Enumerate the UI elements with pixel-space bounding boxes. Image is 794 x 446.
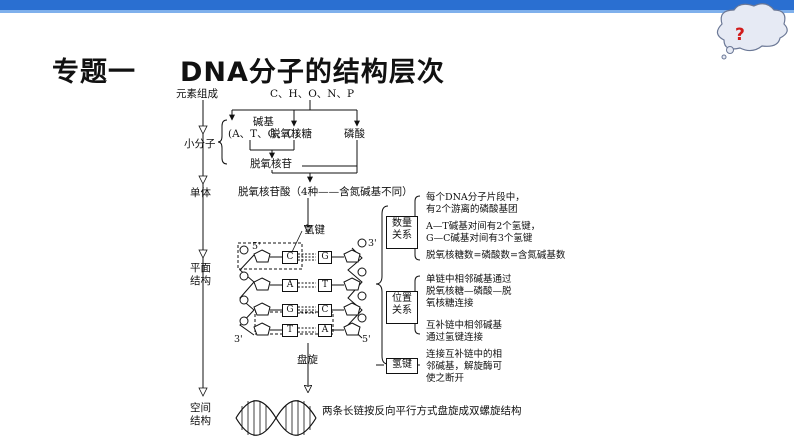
position-label-box: 位置 关系 <box>386 291 418 324</box>
thought-bubble-icon <box>716 3 788 60</box>
page-title: 专题一 DNA分子的结构层次 <box>52 50 445 89</box>
level-spatial-structure: 空间 结构 <box>190 402 211 427</box>
quantity-label-box: 数量 关系 <box>386 216 418 249</box>
nucleotide-dashed-box <box>237 242 303 270</box>
quantity-line-2: A—T碱基对间有2个氢键， G—C碱基对间有3个氢键 <box>426 221 541 244</box>
title-part2: DNA分子的结构层次 <box>180 57 445 88</box>
base-text: 碱基 (A、T、G、C) <box>228 116 299 141</box>
spine-arrow-4 <box>198 387 208 397</box>
base-right: G <box>318 251 332 264</box>
level-plane-structure: 平面 结构 <box>190 262 211 287</box>
strand-label-5-top: 5' <box>252 241 261 252</box>
position-line-1: 单链中相邻碱基通过 脱氧核糖—磷酸—脱 氧核糖连接 <box>426 274 512 309</box>
elements-text: C、H、O、N、P <box>270 88 355 100</box>
base-left: C <box>282 251 298 264</box>
strand-label-3-top: 3' <box>368 238 377 249</box>
hydrogen-bond-dashes <box>298 253 316 333</box>
coil-label: 盘旋 <box>297 354 318 366</box>
position-line-2: 互补链中相邻碱基 通过氢键连接 <box>426 320 503 343</box>
spine-arrow-3 <box>198 249 208 259</box>
base-right: C <box>318 304 332 317</box>
quantity-line-1: 每个DNA分子片段中， 有2个游离的磷酸基团 <box>426 192 525 215</box>
hbond-label-box: 氢键 <box>386 358 418 374</box>
base-right: T <box>318 279 332 292</box>
rungs <box>270 256 344 331</box>
level-small-molecule: 小分子 <box>184 138 216 150</box>
double-helix-image <box>235 400 317 436</box>
hbond-line-1: 连接互补链中的相 邻碱基，解旋酶可 使之断开 <box>426 349 503 384</box>
hydrogen-bond-label: 氢键 <box>304 224 325 236</box>
base-left: A <box>282 279 298 292</box>
strand-label-3-bottom: 3' <box>234 334 243 345</box>
base-left: G <box>282 304 298 317</box>
title-part1: 专题一 <box>52 57 136 88</box>
base-right: A <box>318 324 332 337</box>
level-monomer: 单体 <box>190 187 211 199</box>
sugar-text: 脱氧核糖 <box>270 128 312 140</box>
header-bar <box>0 0 794 10</box>
question-mark-icon: ? <box>735 25 745 45</box>
small-molecule-brace <box>217 119 228 165</box>
strand-label-5-bottom: 5' <box>362 334 371 345</box>
nucleoside-text: 脱氧核苷 <box>250 158 292 170</box>
base-left: T <box>282 324 298 337</box>
spine-arrow-1 <box>198 125 208 135</box>
helix-text: 两条长链按反向平行方式盘旋成双螺旋结构 <box>322 405 522 417</box>
monomer-text: 脱氧核苷酸（4种——含氮碱基不同） <box>238 186 413 198</box>
sugar-shapes <box>239 238 367 336</box>
phosphate-text: 磷酸 <box>344 128 365 140</box>
level-element: 元素组成 <box>176 88 218 100</box>
hbond-pointer <box>291 230 303 253</box>
quantity-line-3: 脱氧核糖数=磷酸数=含氮碱基数 <box>426 250 566 261</box>
spine-arrow-2 <box>198 175 208 185</box>
property-brace <box>375 205 389 365</box>
header-bar-accent <box>0 10 794 13</box>
